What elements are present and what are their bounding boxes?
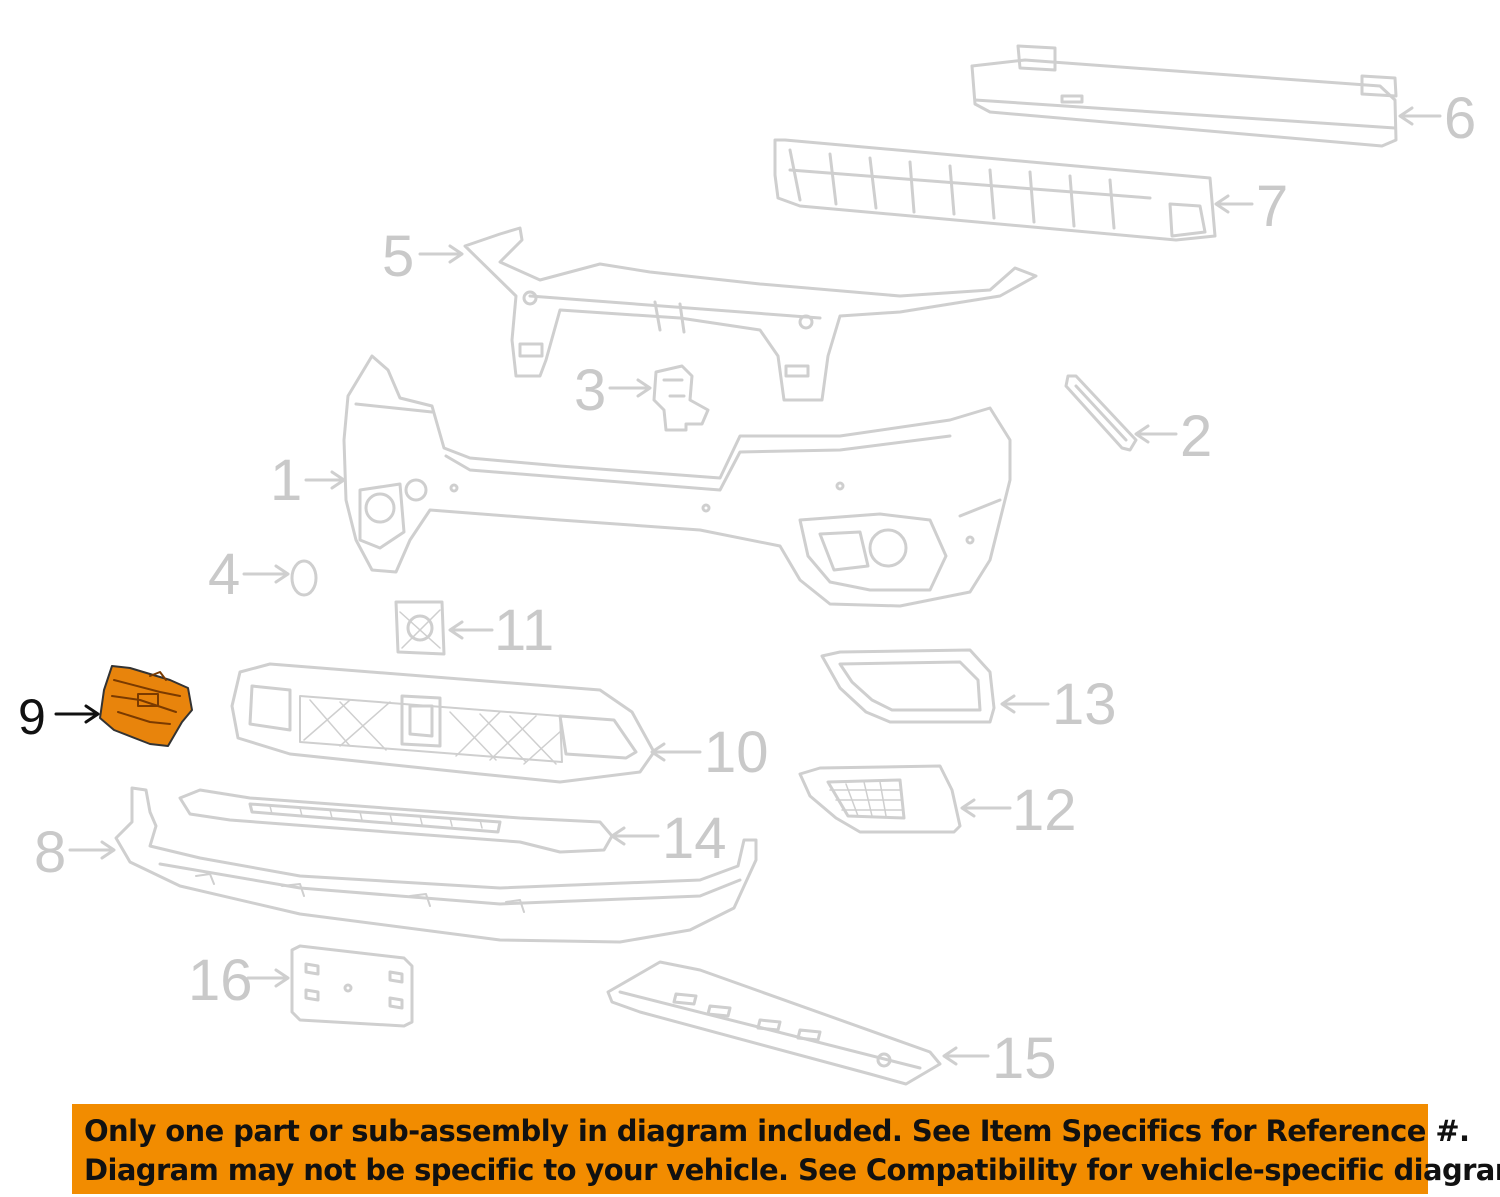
part-2-side-trim xyxy=(1064,374,1138,452)
part-9-highlighted-bracket xyxy=(99,665,193,747)
part-15-skid-plate xyxy=(606,960,942,1086)
part-3-bracket xyxy=(652,364,710,432)
callout-9: 9 xyxy=(18,689,46,745)
callout-2: 2 xyxy=(1180,404,1213,469)
part-8-lower-valance xyxy=(114,786,758,944)
part-12-fog-grille xyxy=(798,764,962,834)
part-4-plug xyxy=(290,559,318,597)
callout-10: 10 xyxy=(704,720,769,785)
callout-7: 7 xyxy=(1256,174,1289,239)
part-10-main-grille xyxy=(230,662,656,784)
disclaimer-banner: Only one part or sub-assembly in diagram… xyxy=(72,1104,1500,1194)
part-11-small-grille xyxy=(394,600,446,656)
callout-1: 1 xyxy=(270,448,303,513)
leader-arrows xyxy=(68,106,1442,1066)
part-6-reinforcement-bar xyxy=(970,44,1398,148)
callout-13: 13 xyxy=(1052,672,1117,737)
disclaimer-line-1: Only one part or sub-assembly in diagram… xyxy=(84,1114,1470,1148)
callout-12: 12 xyxy=(1012,778,1077,843)
part-7-energy-absorber xyxy=(773,138,1217,242)
callout-14: 14 xyxy=(662,806,727,871)
callout-5: 5 xyxy=(382,224,415,289)
part-5-upper-support xyxy=(463,226,1038,402)
disclaimer-line-2: Diagram may not be specific to your vehi… xyxy=(84,1153,1500,1187)
callout-4: 4 xyxy=(208,542,241,607)
callout-6: 6 xyxy=(1444,86,1477,151)
part-16-license-bracket xyxy=(290,944,414,1028)
part-14-lower-trim xyxy=(178,788,614,854)
callout-8: 8 xyxy=(34,820,67,885)
callout-15: 15 xyxy=(992,1026,1057,1091)
leader-arrow-9 xyxy=(54,704,100,724)
callout-16: 16 xyxy=(188,948,253,1013)
callout-3: 3 xyxy=(574,358,607,423)
callout-11: 11 xyxy=(494,598,555,663)
part-1-bumper-cover xyxy=(342,354,1012,608)
part-13-bezel xyxy=(820,648,996,724)
